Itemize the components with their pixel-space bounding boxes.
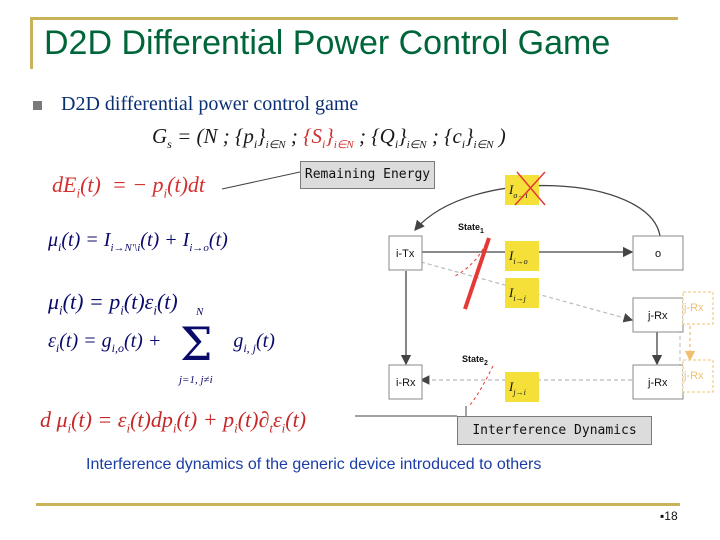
faded-bottom-node-box (682, 359, 714, 393)
mu-sum-equation: μi(t) = Ii→N'\i(t) + Ii→o(t) (48, 229, 228, 254)
label-o-i: Io→i (508, 182, 528, 200)
jrx-bottom-node-label: j-Rx (647, 377, 668, 389)
faded-bottom-node-label: j-Rx (683, 370, 704, 382)
page-number: ▪18 (660, 509, 678, 523)
mu-differential-equation: d μi(t) = εi(t)dpi(t) + pi(t)∂tεi(t) (40, 407, 307, 436)
feedback-arrow (414, 184, 661, 237)
rx-node-label: i-Rx (396, 377, 416, 389)
interference-dynamics-callout: Interference Dynamics (457, 416, 652, 445)
slide-caption: Interference dynamics of the generic dev… (86, 456, 542, 473)
o-node-box (632, 235, 684, 271)
label-box-i-j (505, 278, 539, 308)
summation-lower-bound: j=1, j≠i (179, 374, 213, 386)
state1-label: State1 (458, 222, 484, 235)
state2-dashed-curve (469, 365, 494, 406)
summation-upper-bound: N (196, 306, 204, 318)
energy-connector-line (221, 171, 301, 190)
state1-dashed-curve (454, 237, 489, 277)
cut-line (463, 237, 491, 310)
tx-node-label: i-Tx (396, 248, 415, 260)
label-i-j: Ii→j (508, 285, 527, 303)
energy-equation: dEi(t) = − pi(t)dt (52, 172, 206, 201)
i-to-j-dashed-arrow (420, 261, 634, 323)
summation-symbol: Σ (180, 317, 213, 371)
bullet-text: D2D differential power control game (61, 93, 359, 115)
cross-line-b (516, 171, 546, 206)
state2-label: State2 (462, 354, 488, 367)
o-node-label: o (655, 248, 661, 260)
remaining-energy-callout: Remaining Energy (300, 161, 435, 189)
label-j-i: Ij→i (508, 379, 526, 397)
label-box-i-o (505, 241, 539, 271)
faded-top-node-label: j-Rx (683, 302, 704, 314)
frame-bottom-rule (36, 503, 680, 506)
frame-top-rule (30, 17, 678, 20)
frame-left-rule (30, 17, 33, 69)
bullet-square-icon (33, 101, 42, 110)
label-i-o: Ii→o (508, 248, 528, 266)
rx-node-box (388, 364, 423, 400)
faded-top-node-box (682, 291, 714, 325)
jrx-top-node-label: j-Rx (647, 310, 668, 322)
tx-node-box (388, 235, 423, 271)
cross-line-a (514, 171, 546, 206)
game-definition-equation: Gs = (N ; {pi}i∈N ; {Si}i∈N ; {Qi}i∈N ; … (152, 124, 506, 152)
jrx-top-node-box (632, 297, 684, 333)
page-number-value: 18 (664, 509, 678, 523)
label-box-o-i (505, 175, 539, 205)
label-box-j-i (505, 372, 539, 402)
epsilon-equation: εi(t) = gi,o(t) + gi, j(t) (48, 330, 275, 355)
slide-title: D2D Differential Power Control Game (44, 24, 611, 62)
mu-product-equation: μi(t) = pi(t)εi(t) (48, 289, 178, 318)
